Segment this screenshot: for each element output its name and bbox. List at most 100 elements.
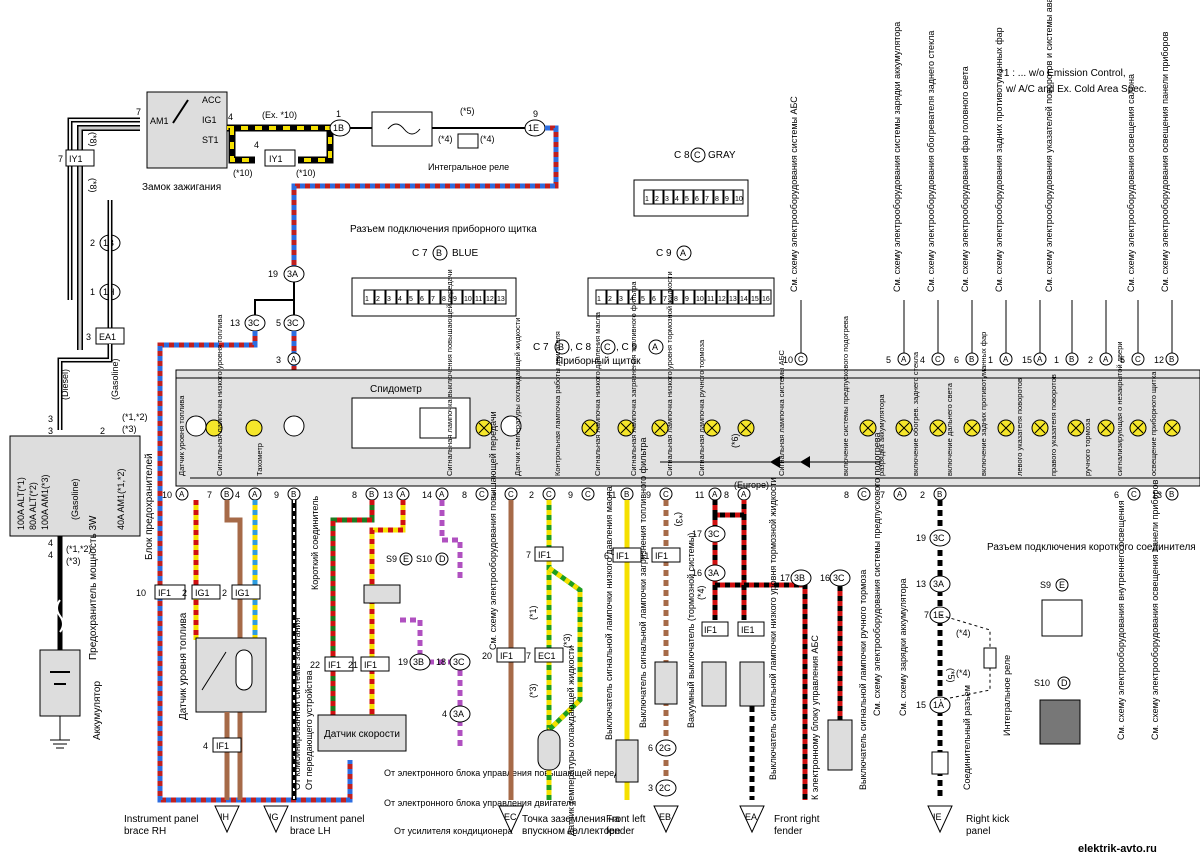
conn-1b-pin: 2 xyxy=(90,238,95,248)
pin-label: 9 xyxy=(725,196,729,203)
relay2-coil xyxy=(983,647,997,669)
fuse-gasoline: (Gasoline) xyxy=(70,478,80,520)
lamp-cross xyxy=(1166,422,1178,434)
cluster-item-label: Сигнальная лампочка ручного тормоза xyxy=(697,339,706,476)
ground-label: brace RH xyxy=(124,826,166,837)
pin-circle xyxy=(893,487,907,501)
cluster-europe: (Europe) xyxy=(734,480,769,490)
pin-cell xyxy=(733,189,744,205)
ignition-label: Замок зажигания xyxy=(142,182,221,193)
pin-label: 10 xyxy=(735,196,743,203)
pin-cell xyxy=(672,289,684,305)
brake-switch-b xyxy=(739,661,765,707)
note-s5: (*5) xyxy=(460,106,475,116)
if1-h-pin: 11 xyxy=(640,551,649,561)
pin-circle xyxy=(1127,487,1141,501)
battery-label: Аккумулятор xyxy=(92,681,103,740)
iy1-pin: 4 xyxy=(254,140,259,150)
pin-letter: C xyxy=(1131,490,1137,499)
cluster-item-label: включение задних противотуманных фар xyxy=(979,332,988,476)
panel-light-label: См. схему электрооборудования освещения … xyxy=(1150,479,1160,740)
s10-letter: D xyxy=(1061,678,1068,688)
note-s1: (*1) xyxy=(528,605,538,620)
conn-3b-pin: 19 xyxy=(398,657,408,667)
fusible-link xyxy=(56,599,64,633)
iy1-left: IY1 xyxy=(69,154,83,164)
cluster-item-label: ручного тормоза xyxy=(1083,418,1092,476)
cluster-item-label: включение дальнего света xyxy=(945,382,954,476)
pin-cell xyxy=(661,289,673,305)
pin-letter: B xyxy=(1169,490,1174,499)
fuse-pin-5: 4 xyxy=(48,550,53,560)
conn-3a-19-label: 3A xyxy=(287,269,298,279)
brake-switch-a xyxy=(701,661,727,707)
pin-label: 7 xyxy=(663,296,667,303)
note-s4r: (*4) xyxy=(956,628,971,638)
s9-label: S9 xyxy=(1040,580,1051,590)
s9s10-s10: S10 xyxy=(416,554,432,564)
pin-label: 7 xyxy=(705,196,709,203)
note-s3x: (*3) xyxy=(562,633,572,648)
fuel-sensor-arrow xyxy=(201,651,227,691)
hand-switch-label: Выключатель сигнальной лампочки ручного … xyxy=(858,570,868,790)
c7-letter: B xyxy=(436,248,442,258)
pin-cell xyxy=(374,289,386,305)
s10-circle xyxy=(435,552,449,566)
cluster-item-label: разрядка аккумулятора xyxy=(877,394,886,476)
ground-label: Instrument panel xyxy=(290,814,365,825)
pin-letter: B xyxy=(937,490,942,499)
pin-cell xyxy=(484,289,496,305)
wire-rb-main-stripe xyxy=(712,515,808,800)
pin-label: 6 xyxy=(652,296,656,303)
conn-1b-right xyxy=(329,119,351,137)
pin-cell xyxy=(440,289,452,305)
ground-label: Right kick xyxy=(966,814,1010,825)
pin-label: 12 xyxy=(486,296,494,303)
pin-cell xyxy=(396,289,408,305)
conn-3c-19 xyxy=(929,529,951,547)
s10-view xyxy=(1039,699,1081,745)
right-ref-label: См. схему электрооборудования системы АБ… xyxy=(789,96,799,292)
gauge-icon xyxy=(283,415,305,437)
if1-d-box xyxy=(360,656,390,672)
note-gasoline-v: (Gasoline) xyxy=(110,358,120,400)
pin-number: 8 xyxy=(724,490,729,500)
pin-label: 5 xyxy=(685,196,689,203)
lamp-cross xyxy=(898,422,910,434)
pin-number: 15 xyxy=(1022,355,1032,365)
if1-c-pin: 22 xyxy=(310,660,320,670)
pin-letter: B xyxy=(1169,355,1174,364)
ec1: EC1 xyxy=(538,651,556,661)
cluster-item-label: сигнализирующая о незакрытой двери xyxy=(1115,341,1124,476)
fuse-block xyxy=(9,435,141,537)
pin-letter: C xyxy=(546,490,552,499)
pin-cell xyxy=(705,289,717,305)
conn-3c-19-label: 3C xyxy=(933,533,945,543)
cluster-item-label: Сигнальная лампочка низкого давления мас… xyxy=(593,311,602,476)
pin-letter: C xyxy=(585,490,591,499)
if1-c-box xyxy=(324,656,354,672)
pin-number: 1 xyxy=(1054,355,1059,365)
cluster-h-b: B xyxy=(558,342,564,352)
ground-label: brace LH xyxy=(290,826,331,837)
note-s10a: (*10) xyxy=(233,168,253,178)
wire-violet-2 xyxy=(400,617,463,750)
conn-1e-label: 1E xyxy=(528,123,539,133)
if1-c: IF1 xyxy=(328,660,341,670)
ign-pin-left: 7 xyxy=(136,107,141,117)
pin-letter: A xyxy=(712,490,718,499)
conn-1b-right-label: 1B xyxy=(333,123,344,133)
cluster-h-mid2: , C 9 xyxy=(616,342,638,353)
ea1: EA1 xyxy=(99,332,116,342)
lamp-cross xyxy=(478,422,490,434)
note-diesel: (Diesel) xyxy=(60,369,70,400)
s10-label: S10 xyxy=(1034,678,1050,688)
battery-ref: См. схему зарядки аккумулятора xyxy=(898,578,908,716)
pin-label: 9 xyxy=(453,296,457,303)
conn-1a-15 xyxy=(929,696,951,714)
ground-label: Точка заземления на xyxy=(522,814,620,825)
ground-code: EC xyxy=(504,812,517,822)
ig1-a-pin: 2 xyxy=(182,588,187,598)
conn-3a-16-pin: 16 xyxy=(692,568,702,578)
